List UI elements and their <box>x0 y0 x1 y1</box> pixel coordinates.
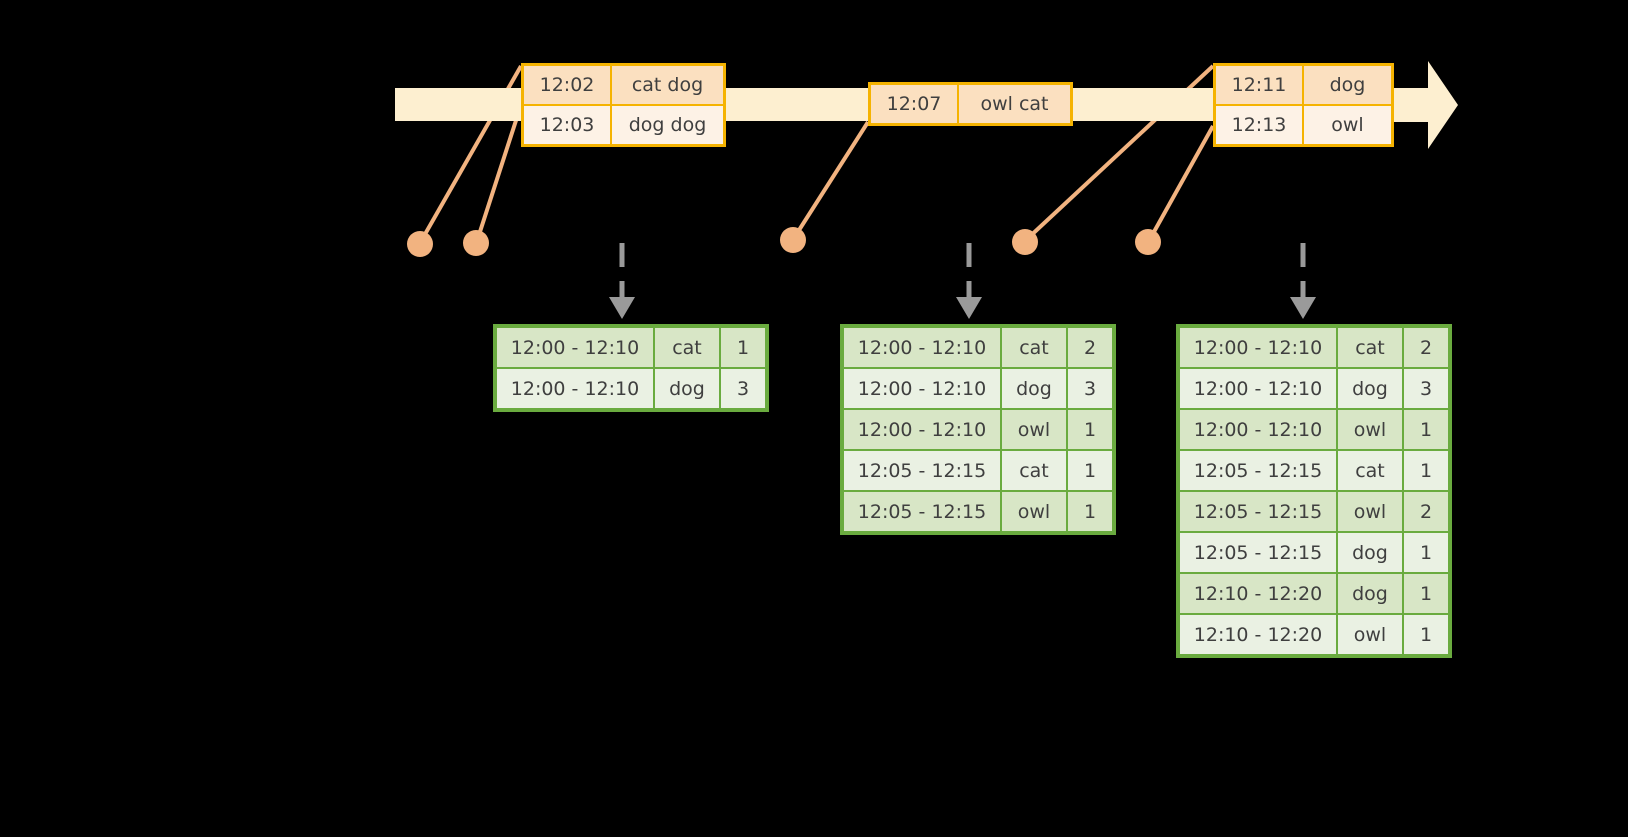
event-row: 12:07 owl cat <box>871 85 1070 123</box>
window-cell: 12:00 - 12:10 <box>497 328 653 367</box>
count-cell: 1 <box>1404 533 1448 572</box>
event-row: 12:13 owl <box>1216 104 1391 144</box>
word-cell: dog <box>1338 533 1402 572</box>
count-cell: 1 <box>1068 492 1112 531</box>
event-words: owl <box>1304 106 1391 144</box>
window-cell: 12:00 - 12:10 <box>497 369 653 408</box>
count-cell: 2 <box>1404 328 1448 367</box>
window-cell: 12:05 - 12:15 <box>844 492 1000 531</box>
word-cell: cat <box>1338 451 1402 490</box>
window-cell: 12:00 - 12:10 <box>844 328 1000 367</box>
word-cell: cat <box>1002 328 1066 367</box>
count-cell: 1 <box>1068 410 1112 449</box>
event-row: 12:11 dog <box>1216 66 1391 104</box>
count-cell: 2 <box>1404 492 1448 531</box>
count-cell: 1 <box>1068 451 1112 490</box>
event-group-1: 12:02 cat dog 12:03 dog dog <box>521 63 726 147</box>
word-cell: cat <box>1338 328 1402 367</box>
count-cell: 1 <box>1404 574 1448 613</box>
word-cell: dog <box>1338 369 1402 408</box>
word-cell: owl <box>1338 492 1402 531</box>
count-cell: 1 <box>1404 615 1448 654</box>
word-cell: dog <box>655 369 719 408</box>
dashed-arrow-1 <box>609 243 635 319</box>
count-cell: 1 <box>1404 451 1448 490</box>
count-cell: 3 <box>1068 369 1112 408</box>
event-group-3: 12:11 dog 12:13 owl <box>1213 63 1394 147</box>
count-cell: 3 <box>721 369 765 408</box>
event-words: cat dog <box>612 66 723 104</box>
event-time: 12:11 <box>1216 66 1304 104</box>
window-cell: 12:10 - 12:20 <box>1180 615 1336 654</box>
event-time: 12:13 <box>1216 106 1304 144</box>
dashed-arrow-3 <box>1290 243 1316 319</box>
event-row: 12:02 cat dog <box>524 66 723 104</box>
event-words: owl cat <box>959 85 1070 123</box>
word-cell: dog <box>1338 574 1402 613</box>
window-cell: 12:05 - 12:15 <box>844 451 1000 490</box>
window-cell: 12:05 - 12:15 <box>1180 451 1336 490</box>
event-words: dog dog <box>612 106 723 144</box>
connector-5 <box>1135 125 1215 255</box>
window-cell: 12:10 - 12:20 <box>1180 574 1336 613</box>
connector-3 <box>780 120 870 253</box>
window-cell: 12:00 - 12:10 <box>1180 410 1336 449</box>
event-time: 12:07 <box>871 85 959 123</box>
word-cell: dog <box>1002 369 1066 408</box>
word-cell: cat <box>1002 451 1066 490</box>
event-group-2: 12:07 owl cat <box>868 82 1073 126</box>
window-cell: 12:00 - 12:10 <box>844 410 1000 449</box>
count-cell: 3 <box>1404 369 1448 408</box>
event-words: dog <box>1304 66 1391 104</box>
word-cell: owl <box>1002 410 1066 449</box>
event-time: 12:02 <box>524 66 612 104</box>
word-cell: owl <box>1002 492 1066 531</box>
event-row: 12:03 dog dog <box>524 104 723 144</box>
event-time: 12:03 <box>524 106 612 144</box>
word-cell: cat <box>655 328 719 367</box>
count-cell: 1 <box>1404 410 1448 449</box>
window-cell: 12:05 - 12:15 <box>1180 533 1336 572</box>
connector-2 <box>463 104 523 256</box>
word-cell: owl <box>1338 615 1402 654</box>
dashed-arrow-2 <box>956 243 982 319</box>
count-cell: 1 <box>721 328 765 367</box>
window-cell: 12:00 - 12:10 <box>1180 369 1336 408</box>
window-cell: 12:00 - 12:10 <box>1180 328 1336 367</box>
word-cell: owl <box>1338 410 1402 449</box>
count-cell: 2 <box>1068 328 1112 367</box>
window-cell: 12:00 - 12:10 <box>844 369 1000 408</box>
window-cell: 12:05 - 12:15 <box>1180 492 1336 531</box>
